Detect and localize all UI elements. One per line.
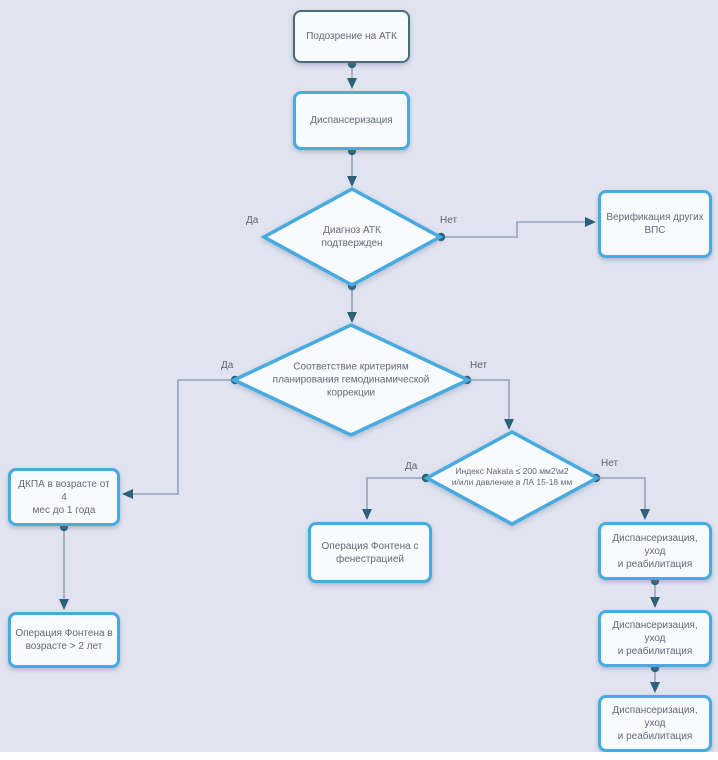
node-fontan-age2: Операция Фонтена в возрасте > 2 лет bbox=[8, 612, 120, 668]
node-verification-label: Верификация других ВПС bbox=[606, 212, 704, 236]
node-rehab-2-label: Диспансеризация, уход и реабилитация bbox=[612, 620, 698, 657]
node-fontan-age2-label: Операция Фонтена в возрасте > 2 лет bbox=[15, 628, 113, 652]
node-rehab-3-label: Диспансеризация, уход и реабилитация bbox=[612, 705, 698, 742]
node-rehab-1-label: Диспансеризация, уход и реабилитация bbox=[612, 532, 698, 570]
node-verification: Верификация других ВПС bbox=[598, 190, 712, 258]
node-dkpa: ДКПА в возрасте от 4 мес до 1 года bbox=[8, 468, 120, 526]
node-suspicion: Подозрение на АТК bbox=[293, 10, 410, 63]
decision-diagnosis-confirmed-label: Диагноз АТК подтвержден bbox=[321, 225, 383, 249]
node-rehab-1: Диспансеризация, уход и реабилитация bbox=[598, 522, 712, 580]
node-rehab-3: Диспансеризация, уход и реабилитация bbox=[598, 695, 712, 752]
edge-label-d1-no: Нет bbox=[440, 215, 458, 226]
edge-label-d2-yes: Да bbox=[221, 360, 234, 371]
edge-label-d3-yes: Да bbox=[405, 461, 418, 472]
decision-nakata-label: Индекс Nakata ≤ 200 мм2\м2 и/или давлени… bbox=[451, 465, 573, 487]
edge-label-d2-no: Нет bbox=[470, 360, 488, 371]
edge-label-d1-yes: Да bbox=[246, 215, 259, 226]
edge-label-d3-no: Нет bbox=[601, 458, 619, 469]
node-fontan-fenestration-label: Операция Фонтена с фенестрацией bbox=[321, 540, 419, 565]
decision-criteria-label: Соответствие критериям планирования гемо… bbox=[272, 361, 430, 399]
node-rehab-2: Диспансеризация, уход и реабилитация bbox=[598, 610, 712, 667]
node-dkpa-label: ДКПА в возрасте от 4 мес до 1 года bbox=[18, 478, 110, 516]
node-fontan-fenestration: Операция Фонтена с фенестрацией bbox=[308, 522, 432, 583]
decision-diagnosis-confirmed-shape bbox=[260, 187, 444, 287]
node-dispensary-label: Диспансеризация bbox=[310, 115, 393, 126]
node-dispensary: Диспансеризация bbox=[293, 91, 410, 150]
node-suspicion-label: Подозрение на АТК bbox=[306, 31, 397, 42]
decision-nakata-shape bbox=[423, 430, 601, 526]
decision-criteria-shape bbox=[229, 323, 473, 437]
